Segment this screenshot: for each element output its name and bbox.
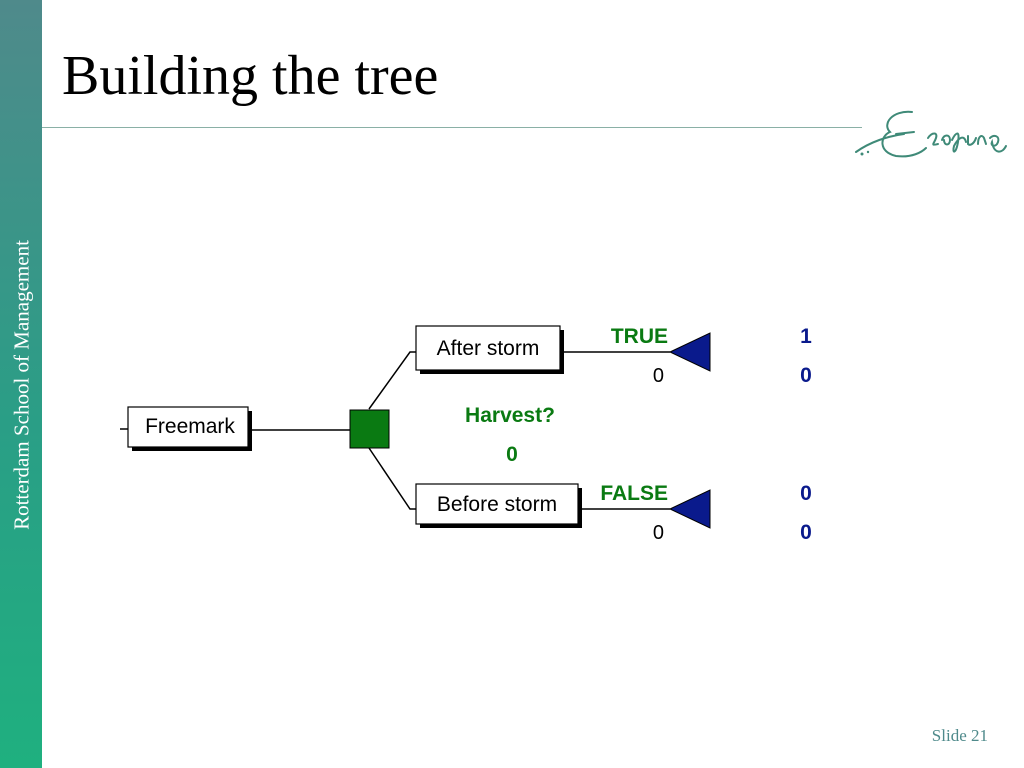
- lower-branch-box: [415, 483, 579, 525]
- upper-terminal-value: 0: [800, 364, 812, 387]
- slide-title: Building the tree: [62, 45, 439, 107]
- decision-label: Harvest?: [465, 404, 555, 427]
- root-node-box: [127, 406, 249, 448]
- erasmus-signature-logo: [855, 110, 1007, 158]
- upper-terminal-node-triangle: [668, 332, 711, 372]
- lower-probability-value: 0: [800, 482, 812, 505]
- upper-branch-box: [415, 325, 561, 371]
- lower-terminal-value: 0: [800, 521, 812, 544]
- upper-outcome-label: TRUE: [611, 325, 668, 348]
- decision-to-lower-branch-line: [368, 447, 416, 510]
- lower-payoff-value: 0: [653, 522, 664, 544]
- upper-probability-value: 1: [800, 325, 812, 348]
- lower-terminal-node-triangle: [668, 489, 711, 529]
- root-node-label: Freemark: [145, 415, 235, 438]
- decision-to-upper-branch-line: [368, 351, 416, 410]
- lower-branch-label: Before storm: [437, 493, 557, 516]
- slide-number: Slide 21: [931, 726, 988, 745]
- upper-payoff-value: 0: [653, 365, 664, 387]
- upper-branch-label: After storm: [437, 337, 540, 360]
- decision-node-square: [349, 409, 390, 449]
- sidebar-band: Rotterdam School of Management: [0, 0, 42, 768]
- title-divider: [42, 127, 862, 128]
- lower-outcome-label: FALSE: [600, 482, 668, 505]
- decision-value: 0: [506, 443, 518, 466]
